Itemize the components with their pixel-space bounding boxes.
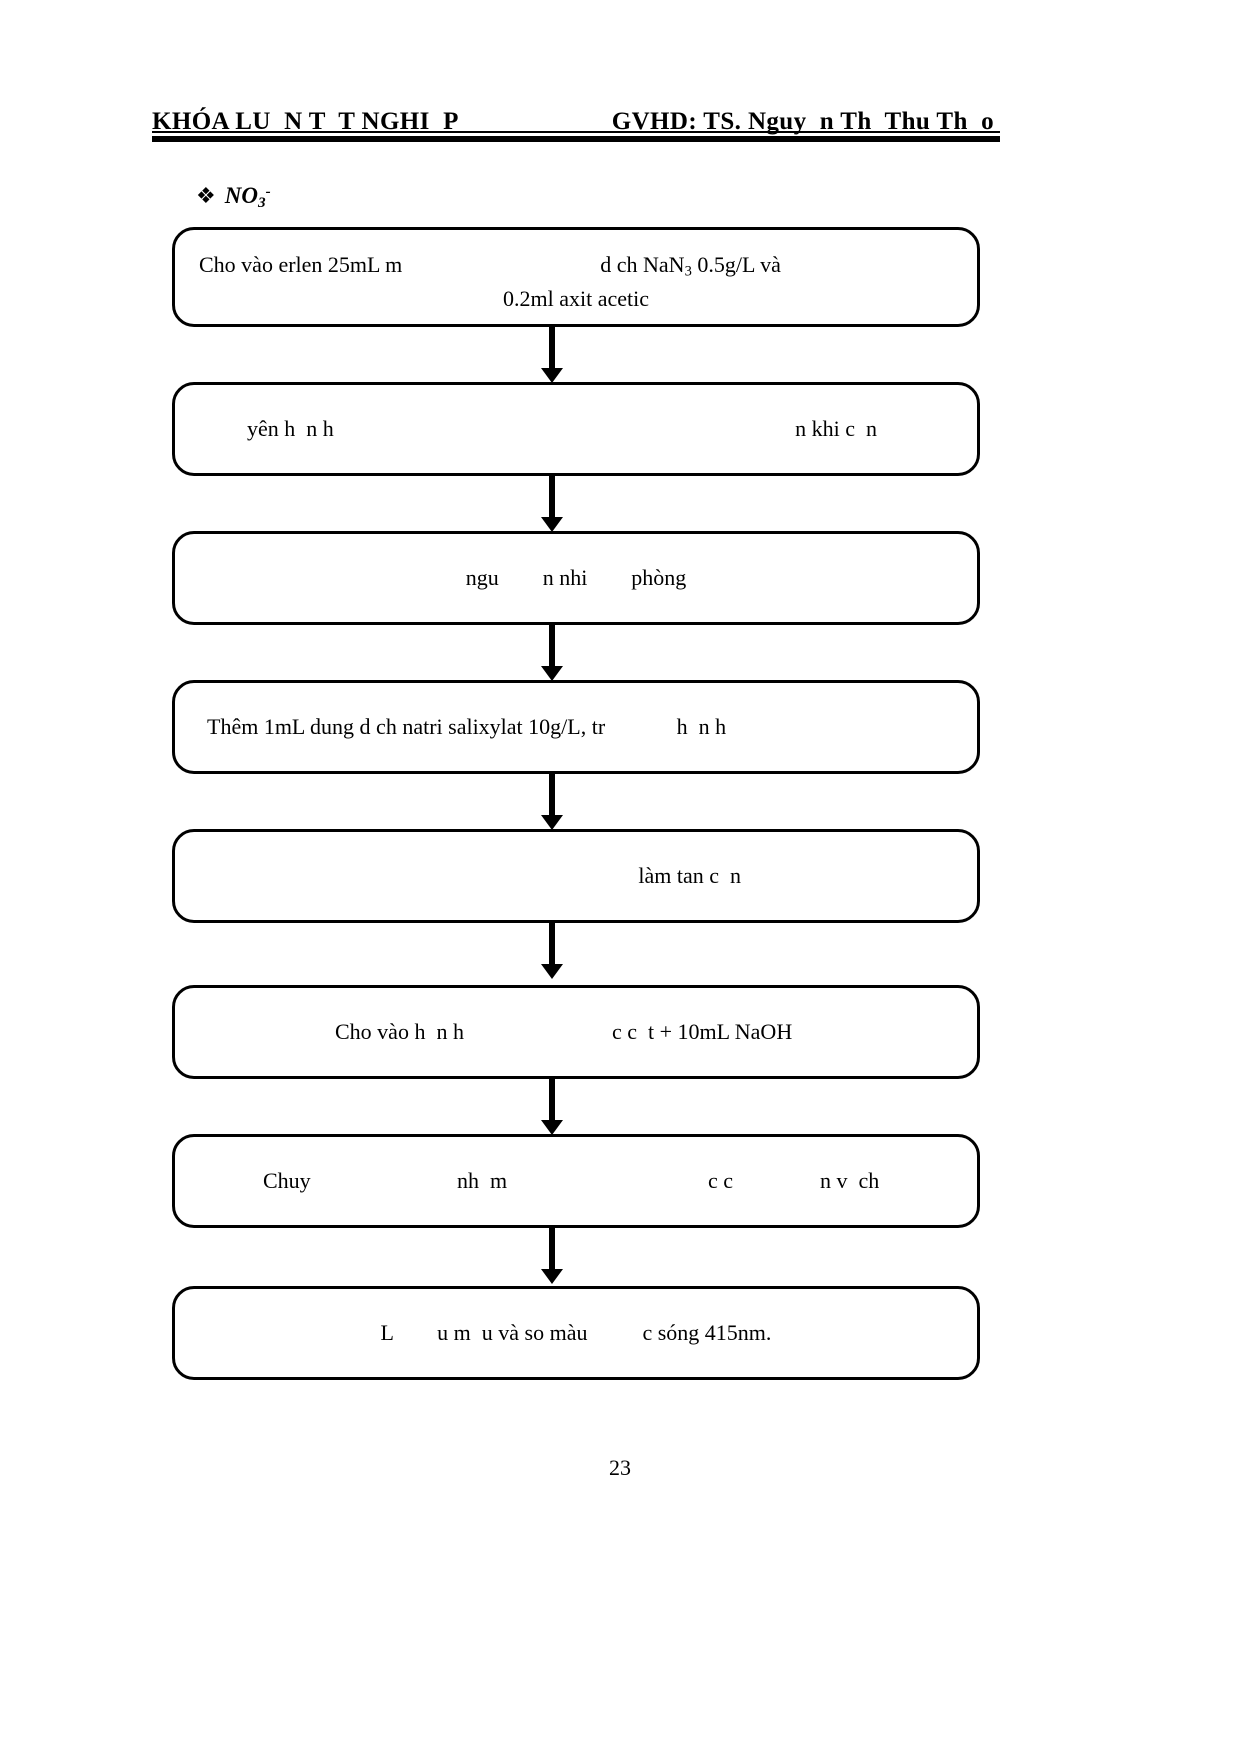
flow-node-step-2-right: n khi c n [795,416,877,441]
flow-node-step-4: Thêm 1mL dung d ch natri salixylat 10g/L… [172,680,980,774]
flow-arrow-4-to-5 [549,774,555,817]
flow-node-step-1: Cho vào erlen 25mL m d ch NaN3 0.5g/L và… [172,227,980,327]
header-thesis-title: KHÓA LU N T T NGHI P [152,108,459,135]
flow-node-step-3-text: ngu n nhi phòng [465,565,687,590]
step-1-text-b: 0.5g/L và [691,252,781,277]
flow-node-step-5-text: làm tan c n [638,863,741,888]
diamond-flower-bullet-icon: ❖ [196,183,216,208]
flow-node-step-1-line2: 0.2ml axit acetic [503,286,649,311]
header-rule-thick [152,136,1000,142]
step-1-subscript: 3 [684,263,692,280]
flow-arrow-5-to-6 [549,923,555,966]
formula-subscript: 3 [257,193,266,211]
flow-arrow-7-to-8 [549,1228,555,1271]
flow-node-step-1-line1: Cho vào erlen 25mL m d ch NaN3 0.5g/L và [199,248,953,283]
page-number: 23 [609,1455,631,1480]
flow-arrow-2-to-3 [549,476,555,519]
flow-node-step-6: Cho vào h n h c c t + 10mL NaOH [172,985,980,1079]
formula-superscript: - [265,183,271,201]
step-1-text-a: Cho vào erlen 25mL m d ch NaN [199,252,685,277]
flow-node-step-7-part3: c c [708,1168,734,1193]
flow-node-step-8: L u m u và so màu c sóng 415nm. [172,1286,980,1380]
header-advisor: GVHD: TS. Nguy n Th Thu Th o [611,108,994,135]
flow-arrow-6-to-7 [549,1079,555,1122]
flow-node-step-2: yên h n h n khi c n [172,382,980,476]
flow-node-step-8-text: L u m u và so màu c sóng 415nm. [380,1320,772,1345]
flow-node-step-6-right: c c t + 10mL NaOH [612,1019,793,1044]
flow-node-step-2-left: yên h n h [247,416,334,441]
flow-node-step-7-part4: n v ch [820,1168,880,1193]
flow-node-step-4-text: Thêm 1mL dung d ch natri salixylat 10g/L… [207,714,727,739]
flow-arrow-3-to-4 [549,625,555,668]
formula-main: NO [224,183,258,208]
formula-nitrate: NO3- [225,183,271,212]
flow-node-step-6-left: Cho vào h n h [335,1019,464,1044]
section-heading-nitrate: ❖ NO3- [196,183,271,212]
flow-node-step-3: ngu n nhi phòng [172,531,980,625]
flow-node-step-7-part2: nh m [457,1168,508,1193]
flow-node-step-7: Chuy nh m c c n v ch [172,1134,980,1228]
flow-arrow-1-to-2 [549,327,555,370]
flow-node-step-5: làm tan c n [172,829,980,923]
flow-node-step-7-part1: Chuy [263,1168,311,1193]
header-rule-thin [152,131,1000,133]
page-header: KHÓA LU N T T NGHI P GVHD: TS. Nguy n Th… [152,88,1000,134]
